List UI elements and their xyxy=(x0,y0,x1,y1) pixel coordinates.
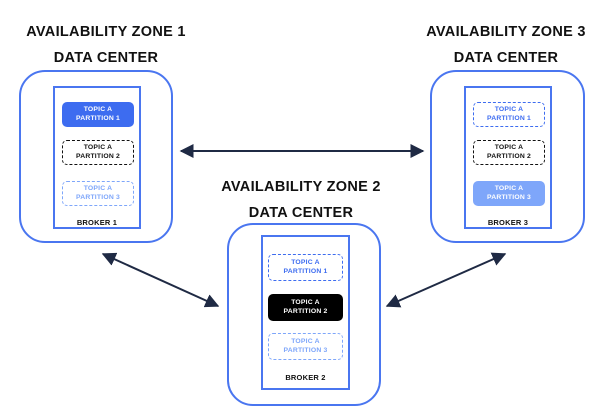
partition-number: PARTITION 1 xyxy=(76,114,120,122)
partition-topic: TOPIC A xyxy=(291,259,320,266)
zone-1-partition-1-leader: TOPIC A PARTITION 1 xyxy=(62,102,134,127)
broker-1-label: BROKER 1 xyxy=(76,218,118,227)
partition-number: PARTITION 2 xyxy=(283,307,328,315)
partition-number: PARTITION 1 xyxy=(487,114,531,122)
zone-3-title: AVAILABILITY ZONE 3 xyxy=(426,24,586,40)
zone-1-datacenter-title: DATA CENTER xyxy=(53,50,159,66)
arrow-zone1-zone2 xyxy=(101,252,220,308)
broker-1: TOPIC A PARTITION 1 TOPIC A PARTITION 2 … xyxy=(53,86,141,229)
partition-topic: TOPIC A xyxy=(291,299,320,306)
partition-number: PARTITION 3 xyxy=(283,346,328,354)
partition-topic: TOPIC A xyxy=(83,185,113,192)
partition-topic: TOPIC A xyxy=(494,185,524,192)
zone-2-partition-1-replica: TOPIC A PARTITION 1 xyxy=(268,254,343,281)
zone-2-datacenter-title: DATA CENTER xyxy=(248,205,354,221)
zone-3-partition-3-leader: TOPIC A PARTITION 3 xyxy=(473,181,545,206)
zone-2-partition-3-replica: TOPIC A PARTITION 3 xyxy=(268,333,343,360)
partition-number: PARTITION 2 xyxy=(76,152,120,160)
zone-2-partition-2-leader: TOPIC A PARTITION 2 xyxy=(268,294,343,321)
partition-topic: TOPIC A xyxy=(83,106,113,113)
broker-2-label: BROKER 2 xyxy=(285,373,326,382)
zone-2-datacenter: TOPIC A PARTITION 1 TOPIC A PARTITION 2 … xyxy=(227,223,381,406)
partition-number: PARTITION 2 xyxy=(487,152,531,160)
broker-3: TOPIC A PARTITION 1 TOPIC A PARTITION 2 … xyxy=(464,86,552,229)
partition-number: PARTITION 3 xyxy=(76,193,120,201)
partition-topic: TOPIC A xyxy=(83,144,113,151)
zone-1-title: AVAILABILITY ZONE 1 xyxy=(26,24,186,40)
zone-1-partition-3-replica: TOPIC A PARTITION 3 xyxy=(62,181,134,206)
partition-number: PARTITION 1 xyxy=(283,267,328,275)
zone-3-datacenter-title: DATA CENTER xyxy=(453,50,559,66)
zone-1-datacenter: TOPIC A PARTITION 1 TOPIC A PARTITION 2 … xyxy=(19,70,173,243)
zone-3-partition-2-replica: TOPIC A PARTITION 2 xyxy=(473,140,545,165)
partition-topic: TOPIC A xyxy=(291,338,320,345)
zone-1-partition-2-replica: TOPIC A PARTITION 2 xyxy=(62,140,134,165)
partition-topic: TOPIC A xyxy=(494,144,524,151)
partition-number: PARTITION 3 xyxy=(487,193,531,201)
broker-2: TOPIC A PARTITION 1 TOPIC A PARTITION 2 … xyxy=(261,235,350,390)
zone-3-datacenter: TOPIC A PARTITION 1 TOPIC A PARTITION 2 … xyxy=(430,70,585,243)
zone-3-partition-1-replica: TOPIC A PARTITION 1 xyxy=(473,102,545,127)
partition-topic: TOPIC A xyxy=(494,106,524,113)
arrow-zone2-zone3 xyxy=(385,252,507,308)
broker-3-label: BROKER 3 xyxy=(487,218,529,227)
zone-2-title: AVAILABILITY ZONE 2 xyxy=(221,179,381,195)
